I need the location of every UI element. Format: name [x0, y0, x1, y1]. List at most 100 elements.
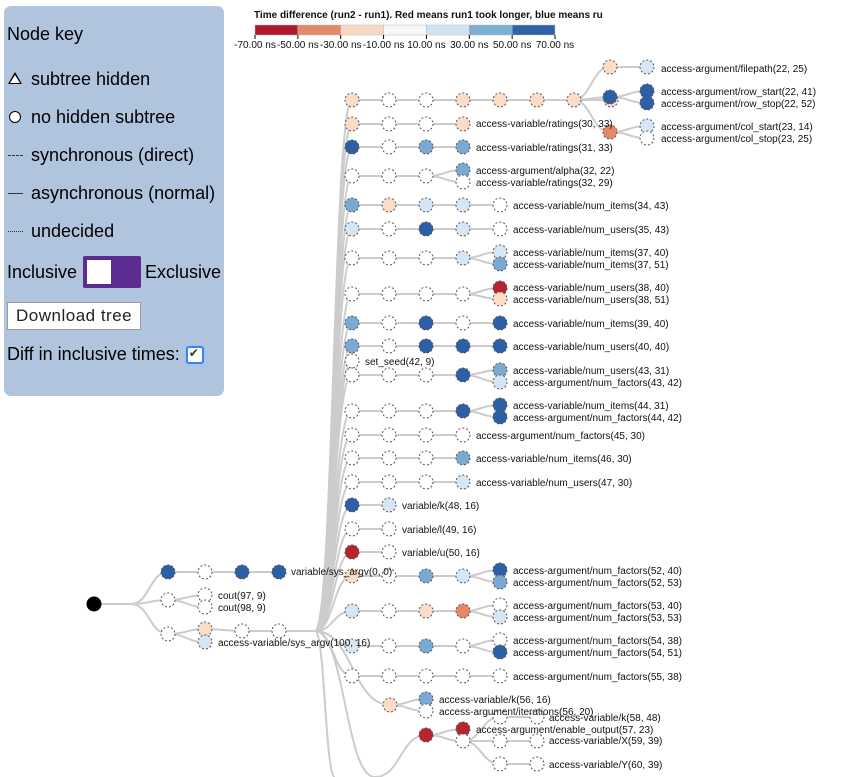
tree-node[interactable] [455, 733, 471, 749]
tree-node[interactable] [381, 403, 397, 419]
tree-node[interactable] [529, 92, 545, 108]
tree-node[interactable] [197, 599, 213, 615]
tree-node[interactable] [492, 644, 508, 660]
tree-node[interactable] [344, 450, 360, 466]
tree-node[interactable] [455, 162, 471, 178]
tree-node[interactable] [344, 92, 360, 108]
tree-node[interactable] [382, 697, 398, 713]
tree-node[interactable] [492, 709, 508, 725]
diff-inclusive-checkbox[interactable] [185, 345, 204, 364]
tree-node[interactable] [529, 756, 545, 772]
tree-node[interactable] [492, 409, 508, 425]
tree-node[interactable] [492, 92, 508, 108]
tree-node[interactable] [381, 315, 397, 331]
tree-node[interactable] [455, 139, 471, 155]
tree-node[interactable] [529, 709, 545, 725]
tree-node[interactable] [344, 497, 360, 513]
root-node[interactable] [86, 596, 102, 612]
tree-node[interactable] [344, 168, 360, 184]
tree-node[interactable] [344, 353, 360, 369]
tree-node[interactable] [381, 221, 397, 237]
tree-node[interactable] [344, 603, 360, 619]
tree-node[interactable] [160, 564, 176, 580]
tree-node[interactable] [381, 450, 397, 466]
tree-node[interactable] [529, 733, 545, 749]
tree-node[interactable] [492, 632, 508, 648]
tree-node[interactable] [381, 638, 397, 654]
tree-node[interactable] [455, 668, 471, 684]
tree-node[interactable] [344, 427, 360, 443]
tree-node[interactable] [455, 603, 471, 619]
tree-node[interactable] [160, 592, 176, 608]
tree-node[interactable] [492, 756, 508, 772]
tree-node[interactable] [381, 668, 397, 684]
tree-node[interactable] [344, 668, 360, 684]
tree-node[interactable] [160, 626, 176, 642]
tree-node[interactable] [418, 727, 434, 743]
tree-node[interactable] [344, 139, 360, 155]
tree-node[interactable] [381, 139, 397, 155]
tree-node[interactable] [455, 427, 471, 443]
tree-node[interactable] [197, 564, 213, 580]
tree-node[interactable] [639, 95, 655, 111]
tree-node[interactable] [381, 367, 397, 383]
tree-node[interactable] [492, 362, 508, 378]
tree-node[interactable] [639, 130, 655, 146]
tree-node[interactable] [492, 597, 508, 613]
tree-node[interactable] [381, 168, 397, 184]
tree-node[interactable] [381, 521, 397, 537]
tree-node[interactable] [418, 403, 434, 419]
tree-node[interactable] [418, 568, 434, 584]
tree-node[interactable] [418, 703, 434, 719]
tree-node[interactable] [344, 315, 360, 331]
tree-node[interactable] [492, 397, 508, 413]
tree-node[interactable] [271, 564, 287, 580]
tree-node[interactable] [418, 197, 434, 213]
tree-node[interactable] [418, 603, 434, 619]
tree-node[interactable] [418, 338, 434, 354]
download-tree-button[interactable]: Download tree [7, 302, 142, 330]
tree-node[interactable] [418, 286, 434, 302]
tree-node[interactable] [639, 83, 655, 99]
tree-node[interactable] [492, 291, 508, 307]
tree-node[interactable] [455, 315, 471, 331]
tree-node[interactable] [418, 427, 434, 443]
tree-node[interactable] [418, 367, 434, 383]
tree-node[interactable] [234, 564, 250, 580]
tree-node[interactable] [197, 587, 213, 603]
tree-node[interactable] [418, 450, 434, 466]
tree-node[interactable] [455, 286, 471, 302]
tree-node[interactable] [455, 568, 471, 584]
tree-node[interactable] [418, 691, 434, 707]
tree-node[interactable] [639, 59, 655, 75]
tree-node[interactable] [418, 668, 434, 684]
tree-node[interactable] [344, 197, 360, 213]
tree-node[interactable] [492, 374, 508, 390]
tree-node[interactable] [492, 256, 508, 272]
tree-node[interactable] [381, 568, 397, 584]
tree-node[interactable] [381, 116, 397, 132]
tree-node[interactable] [455, 338, 471, 354]
tree-node[interactable] [381, 474, 397, 490]
tree-node[interactable] [492, 574, 508, 590]
tree-node[interactable] [344, 638, 360, 654]
tree-node[interactable] [418, 168, 434, 184]
tree-node[interactable] [344, 116, 360, 132]
inclusive-exclusive-toggle[interactable] [83, 256, 142, 288]
tree-node[interactable] [381, 92, 397, 108]
tree-node[interactable] [344, 403, 360, 419]
tree-node[interactable] [344, 286, 360, 302]
tree-node[interactable] [344, 221, 360, 237]
tree-node[interactable] [344, 544, 360, 560]
tree-node[interactable] [455, 403, 471, 419]
tree-node[interactable] [418, 315, 434, 331]
tree-node[interactable] [344, 250, 360, 266]
tree-node[interactable] [418, 92, 434, 108]
tree-node[interactable] [455, 221, 471, 237]
tree-node[interactable] [455, 474, 471, 490]
tree-node[interactable] [492, 562, 508, 578]
tree-node[interactable] [455, 116, 471, 132]
tree-node[interactable] [381, 250, 397, 266]
tree-node[interactable] [639, 118, 655, 134]
tree-node[interactable] [492, 315, 508, 331]
